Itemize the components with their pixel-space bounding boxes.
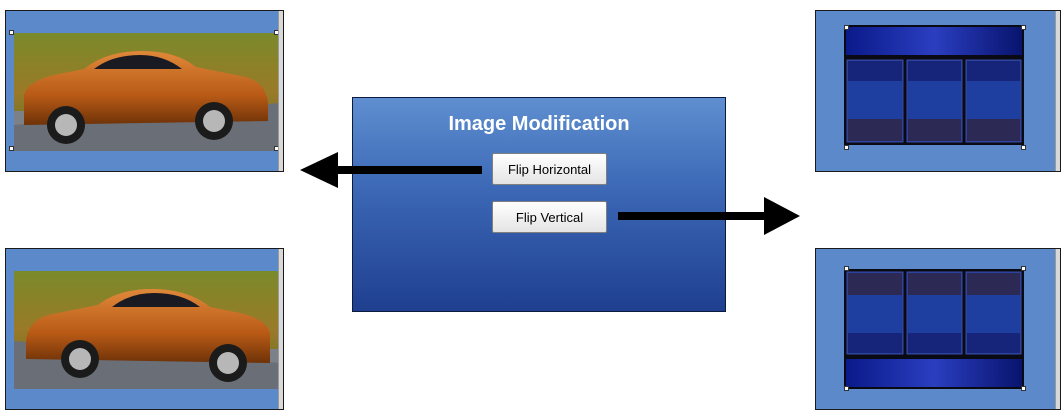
layout-flipped-window [815,248,1061,410]
car-image-original [14,33,280,151]
arrow-right-icon [618,197,800,235]
flip-vertical-button[interactable]: Flip Vertical [492,201,607,233]
flip-horizontal-button[interactable]: Flip Horizontal [492,153,607,185]
layout-diagram-flipped [844,269,1024,389]
layout-diagram-original [844,25,1024,145]
car-image-original-window [5,10,284,172]
car-image-flipped-window [5,248,284,410]
layout-original-window [815,10,1061,172]
image-modification-panel: Image Modification Flip Horizontal Flip … [352,97,726,312]
panel-title: Image Modification [448,113,630,135]
arrow-left-icon [300,152,482,188]
car-image-flipped [14,271,280,389]
